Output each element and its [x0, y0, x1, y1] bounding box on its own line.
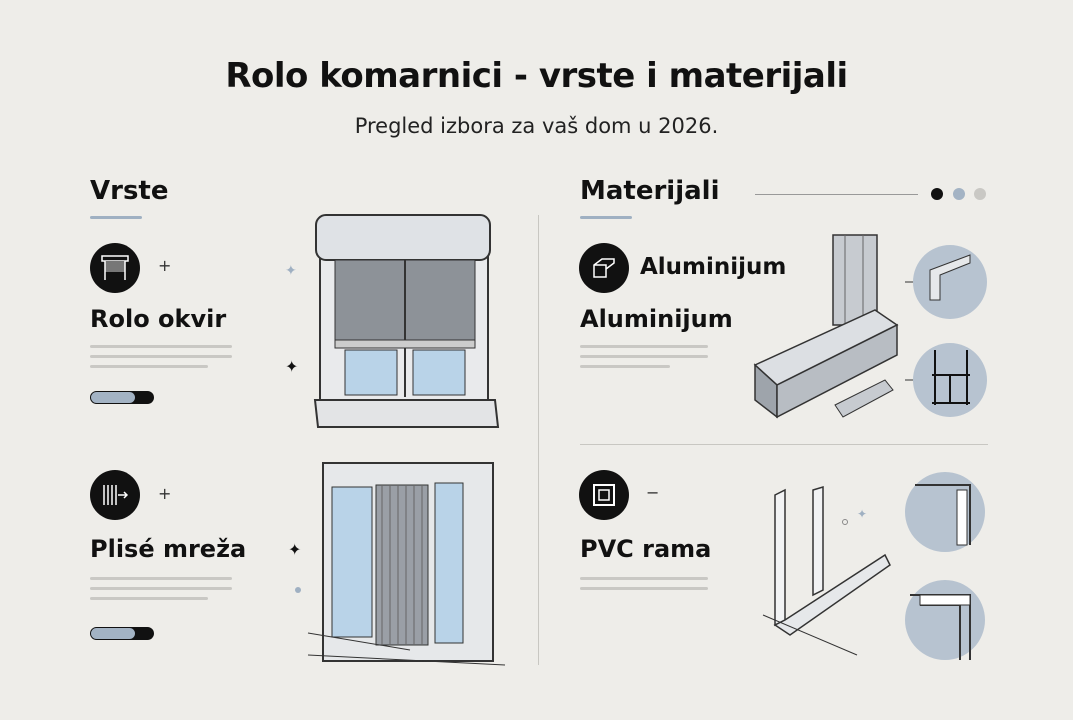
material-name: Aluminijum	[580, 305, 733, 333]
materials-heading-underline	[580, 216, 632, 219]
pleated-door-illustration: ✦	[288, 462, 506, 666]
aluminum-profile-illustration	[753, 234, 987, 419]
pleated-mesh-icon	[90, 470, 140, 520]
text-line	[580, 577, 708, 580]
column-divider	[538, 215, 539, 665]
roller-window-illustration: ✦✦	[285, 214, 500, 428]
material-name: PVC rama	[580, 535, 712, 563]
toggle-slider[interactable]	[90, 627, 154, 640]
text-line	[90, 365, 208, 368]
pvc-frame-icon	[579, 470, 629, 520]
svg-text:✦: ✦	[285, 263, 297, 279]
text-line	[90, 355, 232, 358]
page-dot[interactable]	[974, 188, 986, 200]
svg-text:✦: ✦	[285, 357, 298, 376]
types-heading-underline	[90, 216, 142, 219]
page-dot[interactable]	[953, 188, 965, 200]
text-line	[580, 365, 670, 368]
text-line	[90, 587, 232, 590]
text-line	[90, 577, 232, 580]
text-line	[90, 345, 232, 348]
pvc-frame-illustration: ✦	[762, 472, 985, 660]
marker-plus: +	[158, 484, 172, 503]
materials-heading: Materijali	[580, 176, 720, 206]
page-subtitle: Pregled izbora za vaš dom u 2026.	[354, 114, 719, 138]
text-line	[90, 597, 208, 600]
toggle-slider[interactable]	[90, 391, 154, 404]
header-rule	[755, 194, 918, 195]
roller-frame-icon	[90, 243, 140, 293]
text-line	[580, 345, 708, 348]
marker-minus: −	[646, 483, 660, 502]
svg-text:✦: ✦	[857, 507, 867, 521]
svg-text:✦: ✦	[288, 540, 301, 559]
text-line	[580, 587, 708, 590]
type-name: Rolo okvir	[90, 305, 227, 333]
types-heading: Vrste	[90, 176, 169, 206]
page-title: Rolo komarnici - vrste i materijali	[225, 56, 848, 96]
marker-plus: +	[158, 256, 172, 275]
type-name: Plisé mreža	[90, 535, 247, 563]
text-line	[580, 355, 708, 358]
aluminum-profile-icon	[579, 243, 629, 293]
section-divider	[580, 444, 988, 445]
page-dot-active[interactable]	[931, 188, 943, 200]
material-icon-label: Aluminijum	[640, 254, 787, 280]
